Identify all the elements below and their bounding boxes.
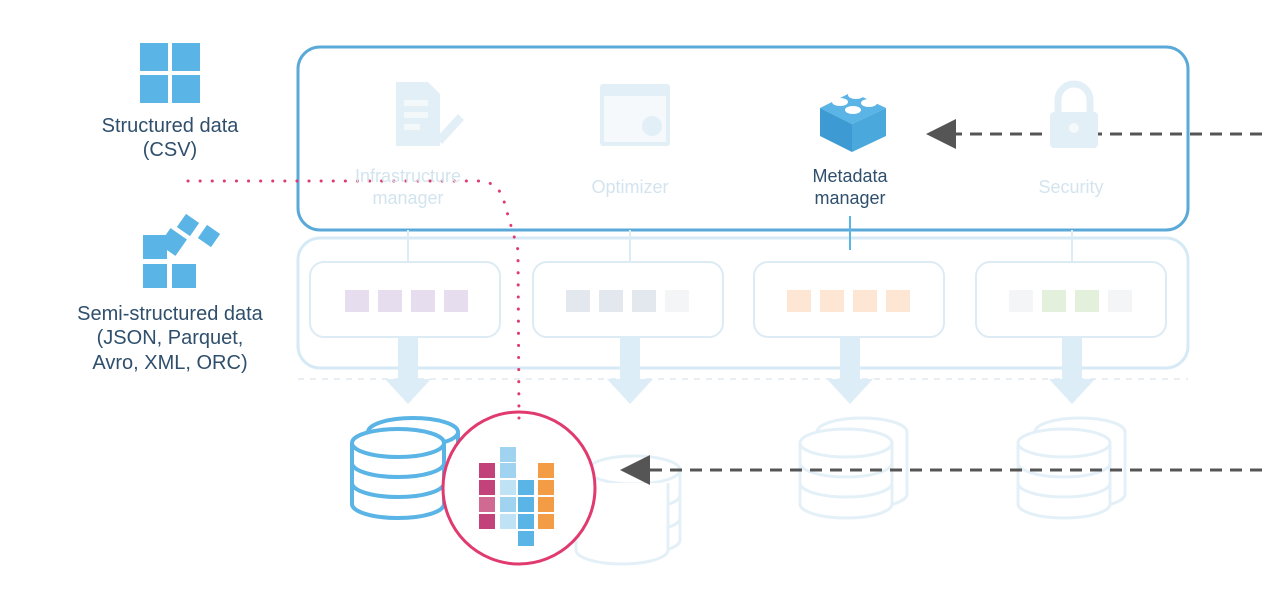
storage-cylinder-front-icon [350, 427, 446, 520]
services-panel [296, 45, 1190, 232]
compute-layer-panel [296, 236, 1190, 370]
down-arrow-4 [1049, 337, 1095, 404]
window-gear-icon [600, 84, 670, 146]
service-label-line: Security [1038, 177, 1104, 197]
warehouse-box-2 [532, 261, 724, 338]
semi-structured-data-label: Semi-structured data (JSON, Parquet, Avr… [40, 302, 300, 375]
storage-cylinder-3-icon [798, 416, 909, 520]
micro-partitions-icon [479, 447, 554, 546]
warehouse-box-1 [309, 261, 501, 338]
document-pen-icon [396, 82, 464, 146]
warehouse-box-3 [753, 261, 945, 338]
service-label-optimizer: Optimizer [545, 177, 715, 199]
windows-grid-icon [140, 43, 200, 103]
down-arrow-3 [827, 337, 873, 404]
structured-data-format: (CSV) [142, 139, 198, 162]
lego-block-icon [820, 91, 886, 152]
warehouse-box-4 [975, 261, 1167, 338]
down-arrow-2 [607, 337, 653, 404]
semi-structured-data-formats-1: (JSON, Parquet, [96, 327, 244, 350]
service-label-metadata: Metadata manager [765, 166, 935, 210]
service-label-line: Optimizer [591, 177, 669, 197]
service-label-line: manager [372, 187, 444, 208]
service-label-security: Security [986, 177, 1156, 199]
service-label-line: Infrastructure [354, 166, 462, 186]
structured-data-label: Structured data (CSV) [60, 114, 280, 163]
dotted-data-path [186, 179, 521, 422]
storage-cylinder-4-icon [1016, 416, 1127, 520]
structured-data-title: Structured data [101, 115, 239, 137]
service-label-line: manager [814, 187, 886, 208]
padlock-icon [1050, 80, 1098, 148]
semi-structured-data-formats-2: Avro, XML, ORC) [92, 351, 248, 374]
down-arrow-1 [385, 337, 431, 404]
semi-structured-data-title: Semi-structured data [77, 303, 263, 325]
service-label-infrastructure: Infrastructure manager [323, 166, 493, 210]
service-label-line: Metadata [812, 166, 888, 186]
scattered-squares-icon [143, 213, 221, 288]
